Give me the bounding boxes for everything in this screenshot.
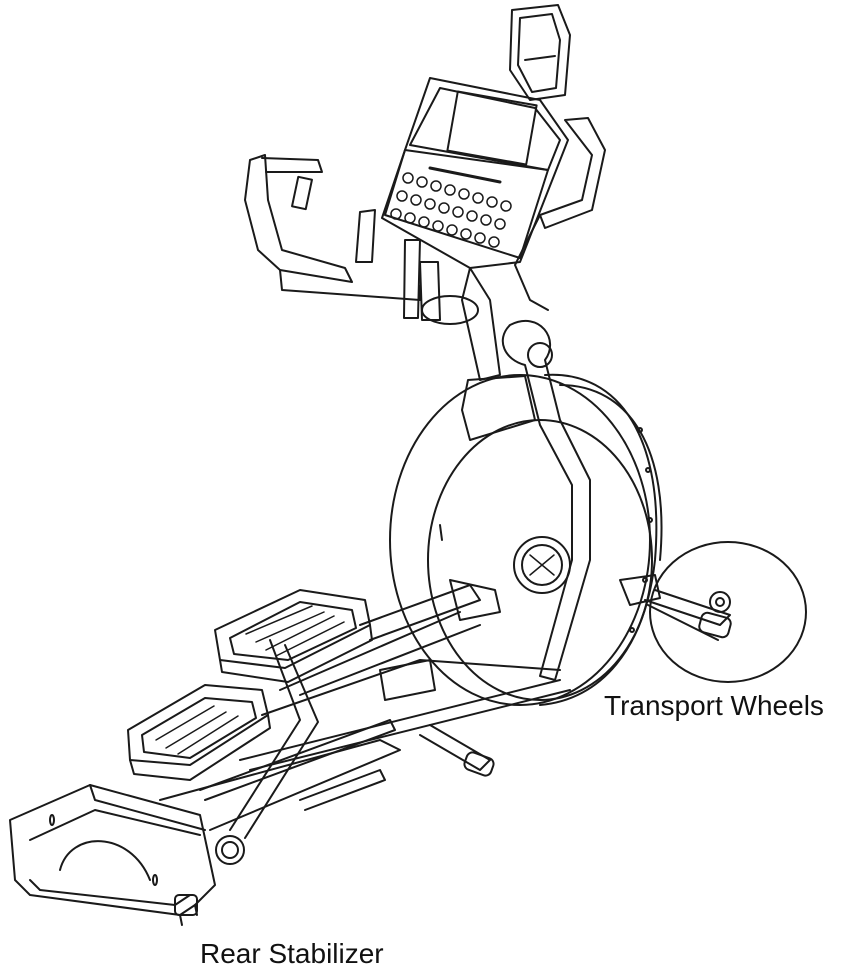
flywheel-hub — [513, 536, 571, 594]
rear-stabilizer — [9, 784, 216, 926]
transport-wheel — [709, 591, 731, 613]
tablet-holder — [509, 4, 571, 101]
pedal-arms — [229, 579, 571, 839]
pulse-grip-sensor — [291, 175, 313, 211]
console-screen — [446, 90, 538, 166]
flywheel-housing — [389, 373, 663, 706]
right-moving-arm — [501, 319, 591, 681]
left-handlebar — [244, 154, 421, 301]
rear-stabilizer-label: Rear Stabilizer — [200, 938, 384, 969]
transport-wheels-label: Transport Wheels — [604, 690, 824, 721]
frame-base — [159, 659, 495, 865]
transport-wheels-callout — [649, 541, 807, 683]
mast — [355, 209, 501, 381]
front-pedal — [214, 589, 373, 683]
right-handlebar — [514, 117, 606, 311]
console-buttons — [390, 172, 512, 248]
rear-pedal — [127, 684, 271, 781]
front-stabilizer — [619, 574, 732, 641]
console — [381, 77, 569, 269]
